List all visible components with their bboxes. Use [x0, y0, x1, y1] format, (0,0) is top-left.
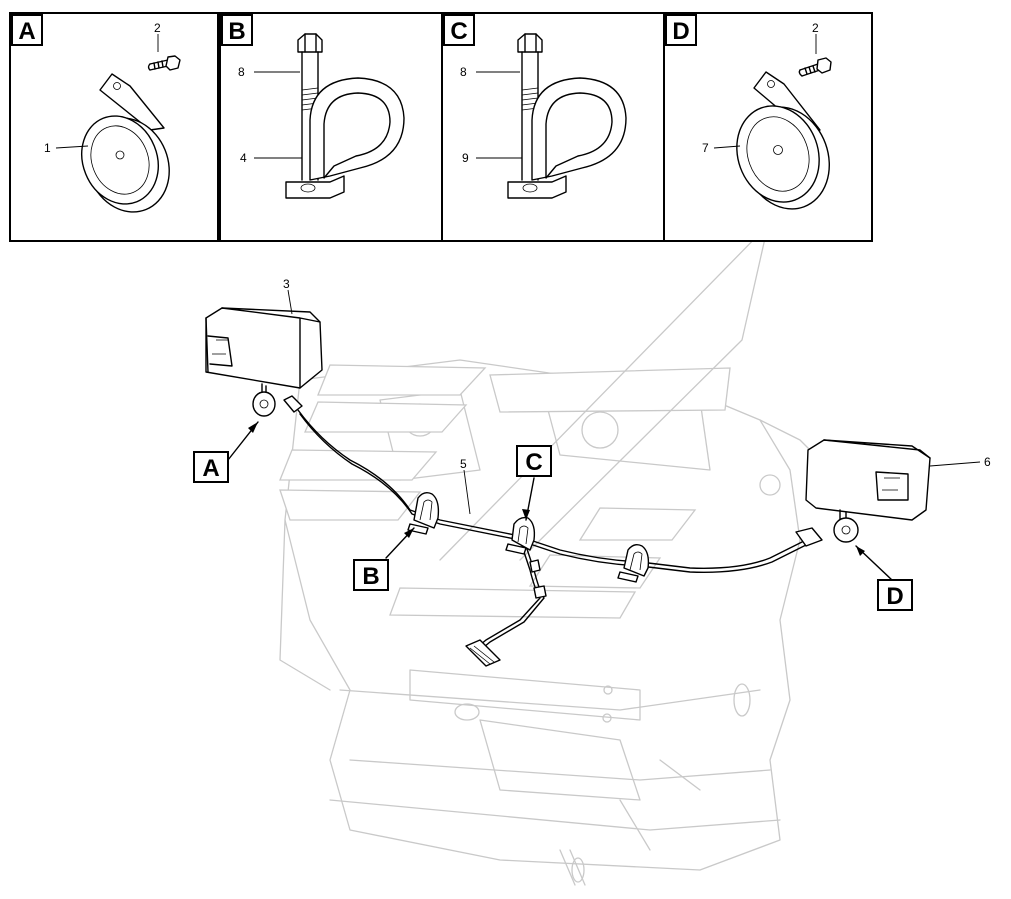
- svg-text:A: A: [202, 455, 219, 482]
- panel-d-bolt: [798, 57, 832, 77]
- panel-a-letter-box: [11, 14, 43, 46]
- panel-c-letter-box: [443, 14, 475, 46]
- harness-label: 5: [460, 457, 467, 471]
- right-horn-label: 6: [984, 455, 991, 469]
- panel-d-letter: D: [672, 18, 689, 45]
- panel-b-letter: B: [228, 18, 245, 45]
- right-horn-leader: [929, 461, 981, 467]
- harness-leader: [463, 469, 471, 515]
- panel-a-bolt: [147, 55, 181, 71]
- panel-a-letter: A: [18, 18, 35, 45]
- machine-frame-outline: [279, 224, 831, 886]
- callout-c: C: [516, 445, 552, 521]
- wiring-harness: [297, 409, 823, 667]
- callout-b: B: [353, 527, 415, 591]
- panel-a-label-2: 2: [154, 21, 161, 35]
- callout-d: D: [855, 545, 913, 611]
- harness-clamp-c: [505, 516, 536, 555]
- svg-text:B: B: [362, 563, 379, 590]
- panel-c-label-8: 8: [460, 65, 467, 79]
- panel-a-horn: [81, 73, 170, 213]
- panel-d-label-7: 7: [702, 141, 709, 155]
- panel-b-label-8: 8: [238, 65, 245, 79]
- panel-c-label-9: 9: [462, 151, 469, 165]
- panel-b-p-clamp: [285, 77, 405, 199]
- harness-clamp-3: [617, 543, 650, 583]
- left-horn-leader: [287, 289, 293, 315]
- panel-a-label-1: 1: [44, 141, 51, 155]
- panel-d-horn: [736, 71, 830, 210]
- panel-d-leader-7: [713, 145, 741, 149]
- panel-c-p-clamp: [507, 77, 627, 199]
- panel-a-leader-1: [55, 145, 89, 149]
- panel-d-label-2: 2: [812, 21, 819, 35]
- panel-d-letter-box: [665, 14, 697, 46]
- callout-a: A: [193, 421, 259, 483]
- panel-b-label-4: 4: [240, 151, 247, 165]
- left-horn-label: 3: [283, 277, 290, 291]
- harness-clamp-b: [407, 491, 440, 535]
- left-horn-assembly: [205, 307, 323, 417]
- svg-text:C: C: [525, 449, 542, 476]
- right-horn-assembly: [805, 439, 931, 543]
- panel-b-letter-box: [221, 14, 253, 46]
- svg-text:D: D: [886, 583, 903, 610]
- panel-c-letter: C: [450, 18, 467, 45]
